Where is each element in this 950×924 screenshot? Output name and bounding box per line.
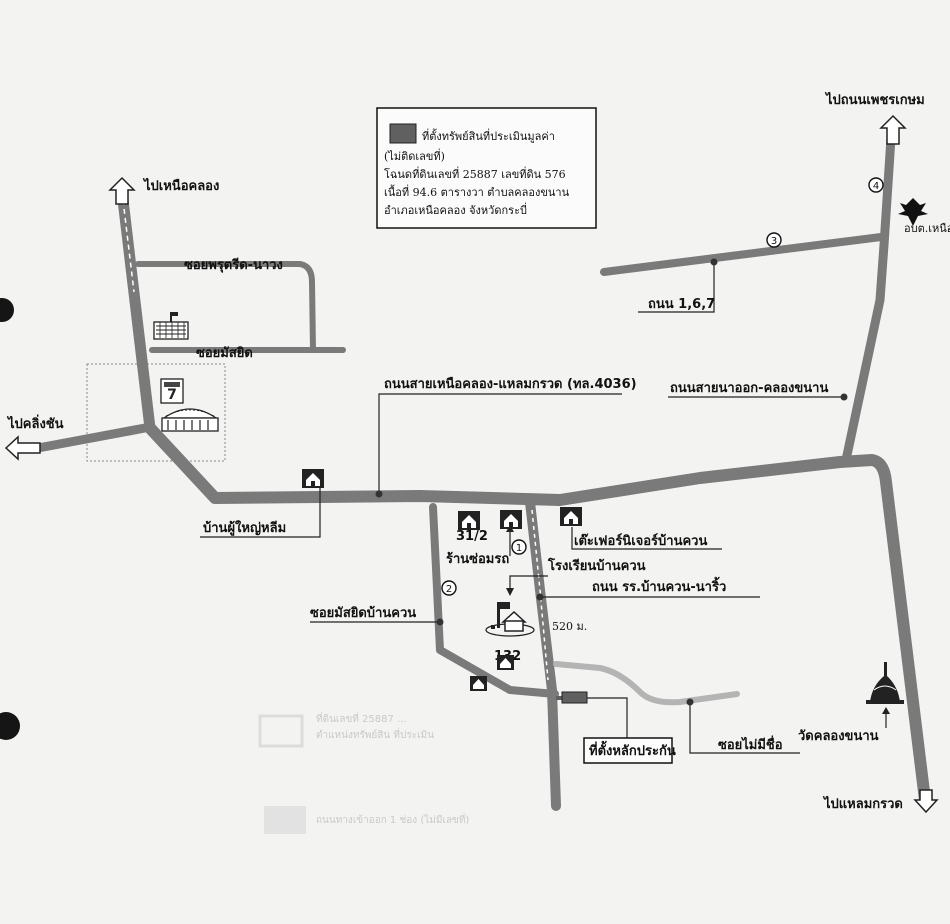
marker-3: 3 — [766, 232, 782, 248]
property-location — [561, 691, 588, 704]
leader-dot — [536, 593, 544, 601]
road-167 — [600, 233, 885, 276]
house-icon — [560, 507, 582, 526]
leader-arrowhead — [506, 588, 514, 596]
legend-line: โฉนดที่ดินเลขที่ 25887 เลขที่ดิน 576 — [384, 166, 566, 181]
arrow-up-icon — [879, 114, 907, 145]
convenience-store-icon: 7 — [160, 378, 184, 404]
marker-number: 4 — [873, 181, 879, 192]
store-area-box — [86, 363, 226, 462]
garuda-icon — [898, 198, 928, 226]
house-icon — [458, 511, 480, 530]
arrow-down-icon — [913, 789, 939, 814]
leader-dot — [375, 490, 383, 498]
road-soi-masjid-bankuan — [429, 503, 559, 698]
label-distance: 520 ม. — [552, 620, 587, 633]
house-icon — [470, 676, 487, 691]
faded-legend-box — [258, 714, 304, 748]
binder-hole — [0, 298, 14, 322]
marker-number: 3 — [771, 236, 777, 247]
road-centerline — [122, 199, 135, 293]
legend-swatch — [389, 123, 417, 144]
road-west — [33, 423, 150, 453]
label-obt: อบต.เหนือค — [904, 222, 950, 235]
leader-line — [378, 393, 622, 494]
direction-label-north-left: ไปเหนือคลอง — [142, 177, 219, 194]
leader-line — [587, 697, 628, 738]
label-soi-top: ซอยพรุตรีด-นาวง — [184, 257, 283, 273]
road-centerline — [531, 509, 549, 681]
road-main — [144, 422, 931, 806]
road-north-right — [841, 133, 896, 465]
direction-label-south: ไปแหลมกรวด — [822, 795, 903, 812]
label-road-167: ถนน 1,6,7 — [648, 297, 715, 312]
road-soi-noname — [553, 661, 740, 706]
house-icon — [497, 655, 514, 670]
arrow-up-icon — [108, 176, 136, 205]
legend-line: อำเภอเหนือคลอง จังหวัดกระบี่ — [384, 202, 527, 217]
legend-title: ที่ตั้งทรัพย์สินที่ประเมินมูลค่า — [422, 128, 555, 143]
faded-legend-box — [264, 806, 306, 834]
leader-line — [200, 482, 321, 538]
leader-arrowhead — [882, 707, 890, 714]
marker-1: 1 — [511, 539, 527, 555]
label-house-312: 31/2 — [456, 529, 488, 544]
label-main-road: ถนนสายเหนือคลอง-แหลมกรวด (ทล.4036) — [384, 376, 637, 392]
label-ban-phuyai: บ้านผู้ใหญ่หลีม — [203, 519, 286, 536]
label-road-naok: ถนนสายนาออก-คลองขนาน — [670, 381, 828, 396]
label-soi-masjid-bankuan: ซอยมัสยิดบ้านควน — [310, 605, 416, 621]
house-icon — [302, 469, 324, 488]
marker-number: 1 — [516, 543, 522, 554]
marker-number: 2 — [446, 584, 452, 595]
label-repair: ร้านซ่อมรถ — [446, 551, 509, 567]
building-icon — [153, 312, 189, 340]
store-brand-label: 7 — [167, 387, 177, 403]
label-temple: วัดคลองขนาน — [798, 729, 879, 744]
arrow-left-icon — [4, 435, 41, 461]
leader-line — [638, 262, 715, 313]
direction-label-west: ไปคลิ่งชัน — [6, 414, 64, 432]
leader-line — [571, 527, 722, 550]
label-school: โรงเรียนบ้านควน — [547, 557, 646, 574]
marker-2: 2 — [441, 580, 457, 596]
market-icon — [161, 408, 219, 432]
road-school — [525, 497, 561, 811]
faded-text: ที่ดินเลขที่ 25887 ... — [316, 711, 407, 725]
road-north-left — [117, 194, 156, 434]
leader-dot — [686, 698, 694, 706]
school-icon — [485, 602, 535, 637]
road-soi-top — [135, 261, 316, 353]
direction-label-north-right: ไปถนนเพชรเกษม — [824, 91, 925, 108]
legend-line: เนื้อที่ 94.6 ตารางวา ตำบลคลองขนาน — [384, 184, 570, 199]
label-furniture: เต๊ะเฟอร์นิเจอร์บ้านควน — [574, 533, 707, 549]
faded-text: ถนนทางเข้าออก 1 ช่อง (ไม่มีเลขที่) — [316, 812, 469, 826]
temple-icon — [866, 662, 904, 704]
leader-line — [689, 702, 800, 754]
house-icon — [500, 510, 522, 529]
faded-text: ตำแหน่งทรัพย์สิน ที่ประเมิน — [316, 727, 434, 741]
leader-dot — [436, 618, 444, 626]
binder-hole — [0, 712, 20, 740]
leader-dot — [840, 393, 848, 401]
leader-dot — [710, 258, 718, 266]
label-school-road: ถนน รร.บ้านควน-นาริ้ว — [592, 576, 726, 595]
label-soi-noname: ซอยไม่มีชื่อ — [718, 735, 783, 753]
marker-4: 4 — [868, 177, 884, 193]
label-soi-masjid: ซอยมัสยิด — [196, 346, 253, 361]
legend-line: (ไม่ติดเลขที่) — [384, 148, 445, 163]
label-collateral: ที่ตั้งหลักประกัน — [589, 740, 676, 759]
collateral-label-box — [583, 737, 673, 764]
leader-line — [509, 575, 548, 590]
